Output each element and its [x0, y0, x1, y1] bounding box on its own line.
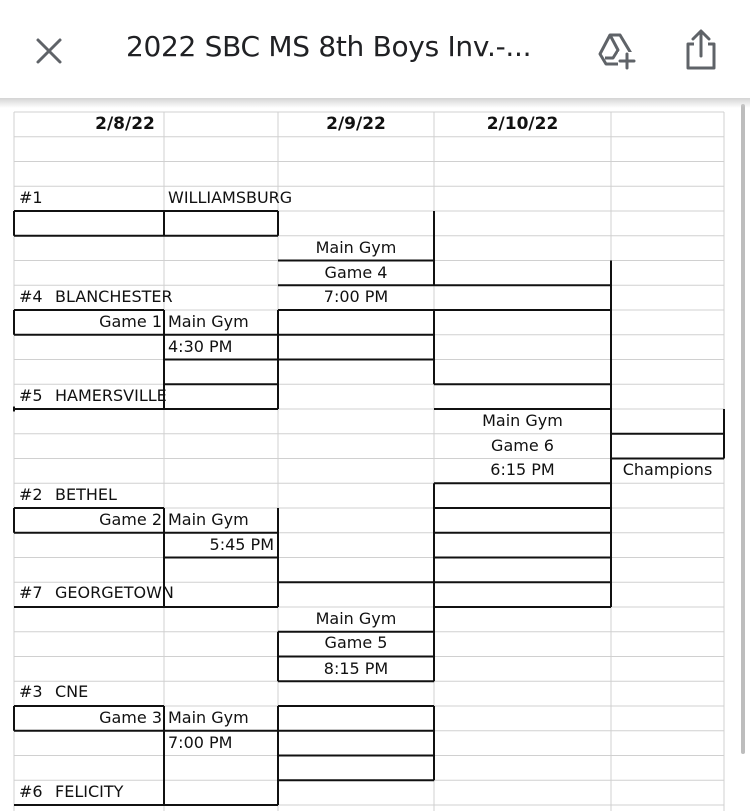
add-to-drive-icon — [598, 33, 636, 70]
share-button[interactable] — [683, 28, 719, 72]
close-icon — [36, 38, 62, 64]
share-icon — [686, 29, 716, 70]
vertical-scrollbar[interactable] — [741, 104, 745, 754]
seed-4[interactable]: #4 — [19, 287, 43, 306]
game3-time[interactable]: 7:00 PM — [168, 733, 233, 752]
team-cne[interactable]: CNE — [55, 682, 89, 701]
close-button[interactable] — [30, 32, 68, 70]
seed-1[interactable]: #1 — [19, 188, 43, 207]
game4-time[interactable]: 7:00 PM — [323, 287, 389, 306]
date-day3[interactable]: 2/10/22 — [486, 114, 559, 134]
seed-7[interactable]: #7 — [19, 583, 43, 602]
team-blanchester[interactable]: BLANCHESTER — [55, 287, 173, 306]
date-day1[interactable]: 2/8/22 — [95, 114, 155, 134]
game2-time[interactable]: 5:45 PM — [209, 535, 274, 554]
game3-venue[interactable]: Main Gym — [168, 708, 249, 727]
champions-label[interactable]: Champions — [622, 460, 713, 479]
team-williamsburg[interactable]: WILLIAMSBURG — [168, 188, 293, 207]
game2-venue[interactable]: Main Gym — [168, 510, 249, 529]
game4-label[interactable]: Game 4 — [324, 263, 388, 282]
game1-label[interactable]: Game 1 — [99, 312, 162, 331]
team-hamersville[interactable]: HAMERSVILLE — [55, 386, 167, 405]
top-app-bar: 2022 SBC MS 8th Boys Inv.-... — [0, 0, 750, 108]
game1-venue[interactable]: Main Gym — [168, 312, 249, 331]
seed-6[interactable]: #6 — [19, 782, 43, 801]
app-bar-shadow — [0, 98, 750, 108]
team-georgetown[interactable]: GEORGETOWN — [55, 583, 174, 602]
game2-label[interactable]: Game 2 — [99, 510, 162, 529]
game5-time[interactable]: 8:15 PM — [323, 659, 389, 678]
seed-5[interactable]: #5 — [19, 386, 43, 405]
game6-venue[interactable]: Main Gym — [482, 411, 563, 430]
game5-venue[interactable]: Main Gym — [315, 609, 397, 628]
game6-label[interactable]: Game 6 — [491, 436, 554, 455]
game3-label[interactable]: Game 3 — [99, 708, 162, 727]
seed-2[interactable]: #2 — [19, 485, 43, 504]
game1-time[interactable]: 4:30 PM — [168, 337, 233, 356]
team-felicity[interactable]: FELICITY — [55, 782, 124, 801]
game6-time[interactable]: 6:15 PM — [490, 460, 555, 479]
document-title: 2022 SBC MS 8th Boys Inv.-... — [126, 30, 532, 63]
game5-label[interactable]: Game 5 — [324, 633, 388, 652]
game4-venue[interactable]: Main Gym — [315, 238, 397, 257]
add-to-drive-button[interactable] — [596, 30, 638, 70]
team-bethel[interactable]: BETHEL — [55, 485, 117, 504]
seed-3[interactable]: #3 — [19, 682, 43, 701]
date-day2[interactable]: 2/9/22 — [326, 114, 386, 134]
